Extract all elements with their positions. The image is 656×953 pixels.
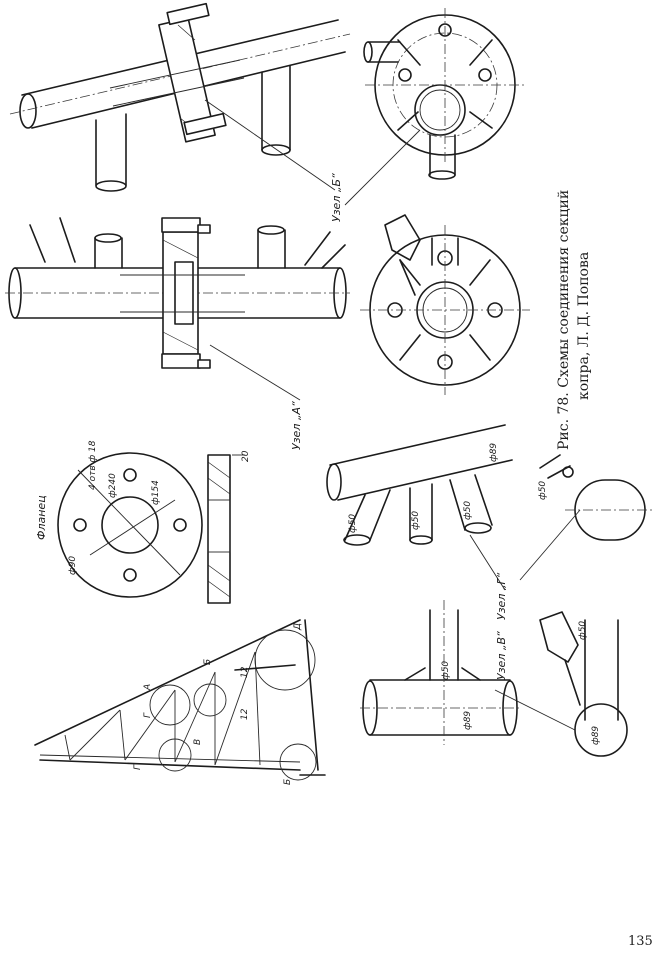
flange-dim-hole: ф90 bbox=[68, 556, 78, 575]
node-g-dim-end: ф50 bbox=[538, 481, 548, 500]
tower-label-5: Д bbox=[293, 623, 303, 631]
caption-line-2: копра, Л. Д. Попова bbox=[576, 252, 592, 400]
flange-title: Фланец bbox=[35, 495, 48, 540]
tower-label-3: А bbox=[143, 684, 153, 691]
tower-label-4: Б bbox=[203, 659, 213, 665]
flange-holes-note: 4 отв ф 18 bbox=[88, 440, 98, 490]
node-b-side-view: Узел „Б“ bbox=[10, 4, 350, 222]
figure-caption: Рис. 78. Схемы соединения секций копра, … bbox=[556, 190, 592, 450]
node-b-label: Узел „Б“ bbox=[330, 173, 343, 222]
node-v-view: ф50 ф89 Узел „В“ ф50 ф89 bbox=[360, 600, 627, 756]
node-g-label: Узел „Г“ bbox=[495, 572, 508, 620]
flange-dim-thickness: 20 bbox=[241, 450, 251, 462]
node-g-dim-branch-1: ф50 bbox=[348, 514, 358, 533]
node-b-end-view bbox=[345, 8, 525, 205]
flange-section-view: 20 bbox=[208, 450, 251, 603]
node-v-dim-end-1: ф50 bbox=[578, 621, 588, 640]
node-v-label: Узел „В“ bbox=[495, 631, 508, 680]
tower-label-9: 12 bbox=[240, 708, 250, 720]
flange-plan-view: Фланец 4 отв ф 18 ф240 ф154 ф90 bbox=[35, 440, 202, 597]
tower-label-8: 12 bbox=[240, 666, 250, 678]
node-v-dim-main: ф89 bbox=[463, 711, 473, 730]
node-g-dim-branch-2: ф50 bbox=[411, 511, 421, 530]
node-g-dim-main: ф89 bbox=[489, 443, 499, 462]
tower-label-1: Г bbox=[133, 764, 143, 770]
flange-dim-inner: ф154 bbox=[151, 480, 161, 505]
node-a-side-view: Узел „А“ bbox=[5, 218, 350, 450]
node-v-dim-end-2: ф89 bbox=[591, 726, 601, 745]
tower-label-2: В bbox=[193, 739, 203, 745]
node-v-dim-branch: ф50 bbox=[441, 661, 451, 680]
tower-scheme: Г В А Б Д Б Г 12 12 bbox=[35, 620, 325, 785]
page-number: 135 bbox=[628, 934, 653, 949]
node-g-dim-branch-3: ф50 bbox=[463, 501, 473, 520]
node-a-label: Узел „А“ bbox=[290, 401, 303, 450]
flange-dim-outer: ф240 bbox=[108, 473, 118, 498]
caption-line-1: Рис. 78. Схемы соединения секций bbox=[556, 190, 572, 450]
tower-label-6: Б bbox=[283, 779, 293, 785]
node-a-end-view bbox=[360, 215, 530, 395]
node-g-view: ф89 ф50 ф50 ф50 Узел „Г“ ф50 bbox=[327, 425, 655, 620]
